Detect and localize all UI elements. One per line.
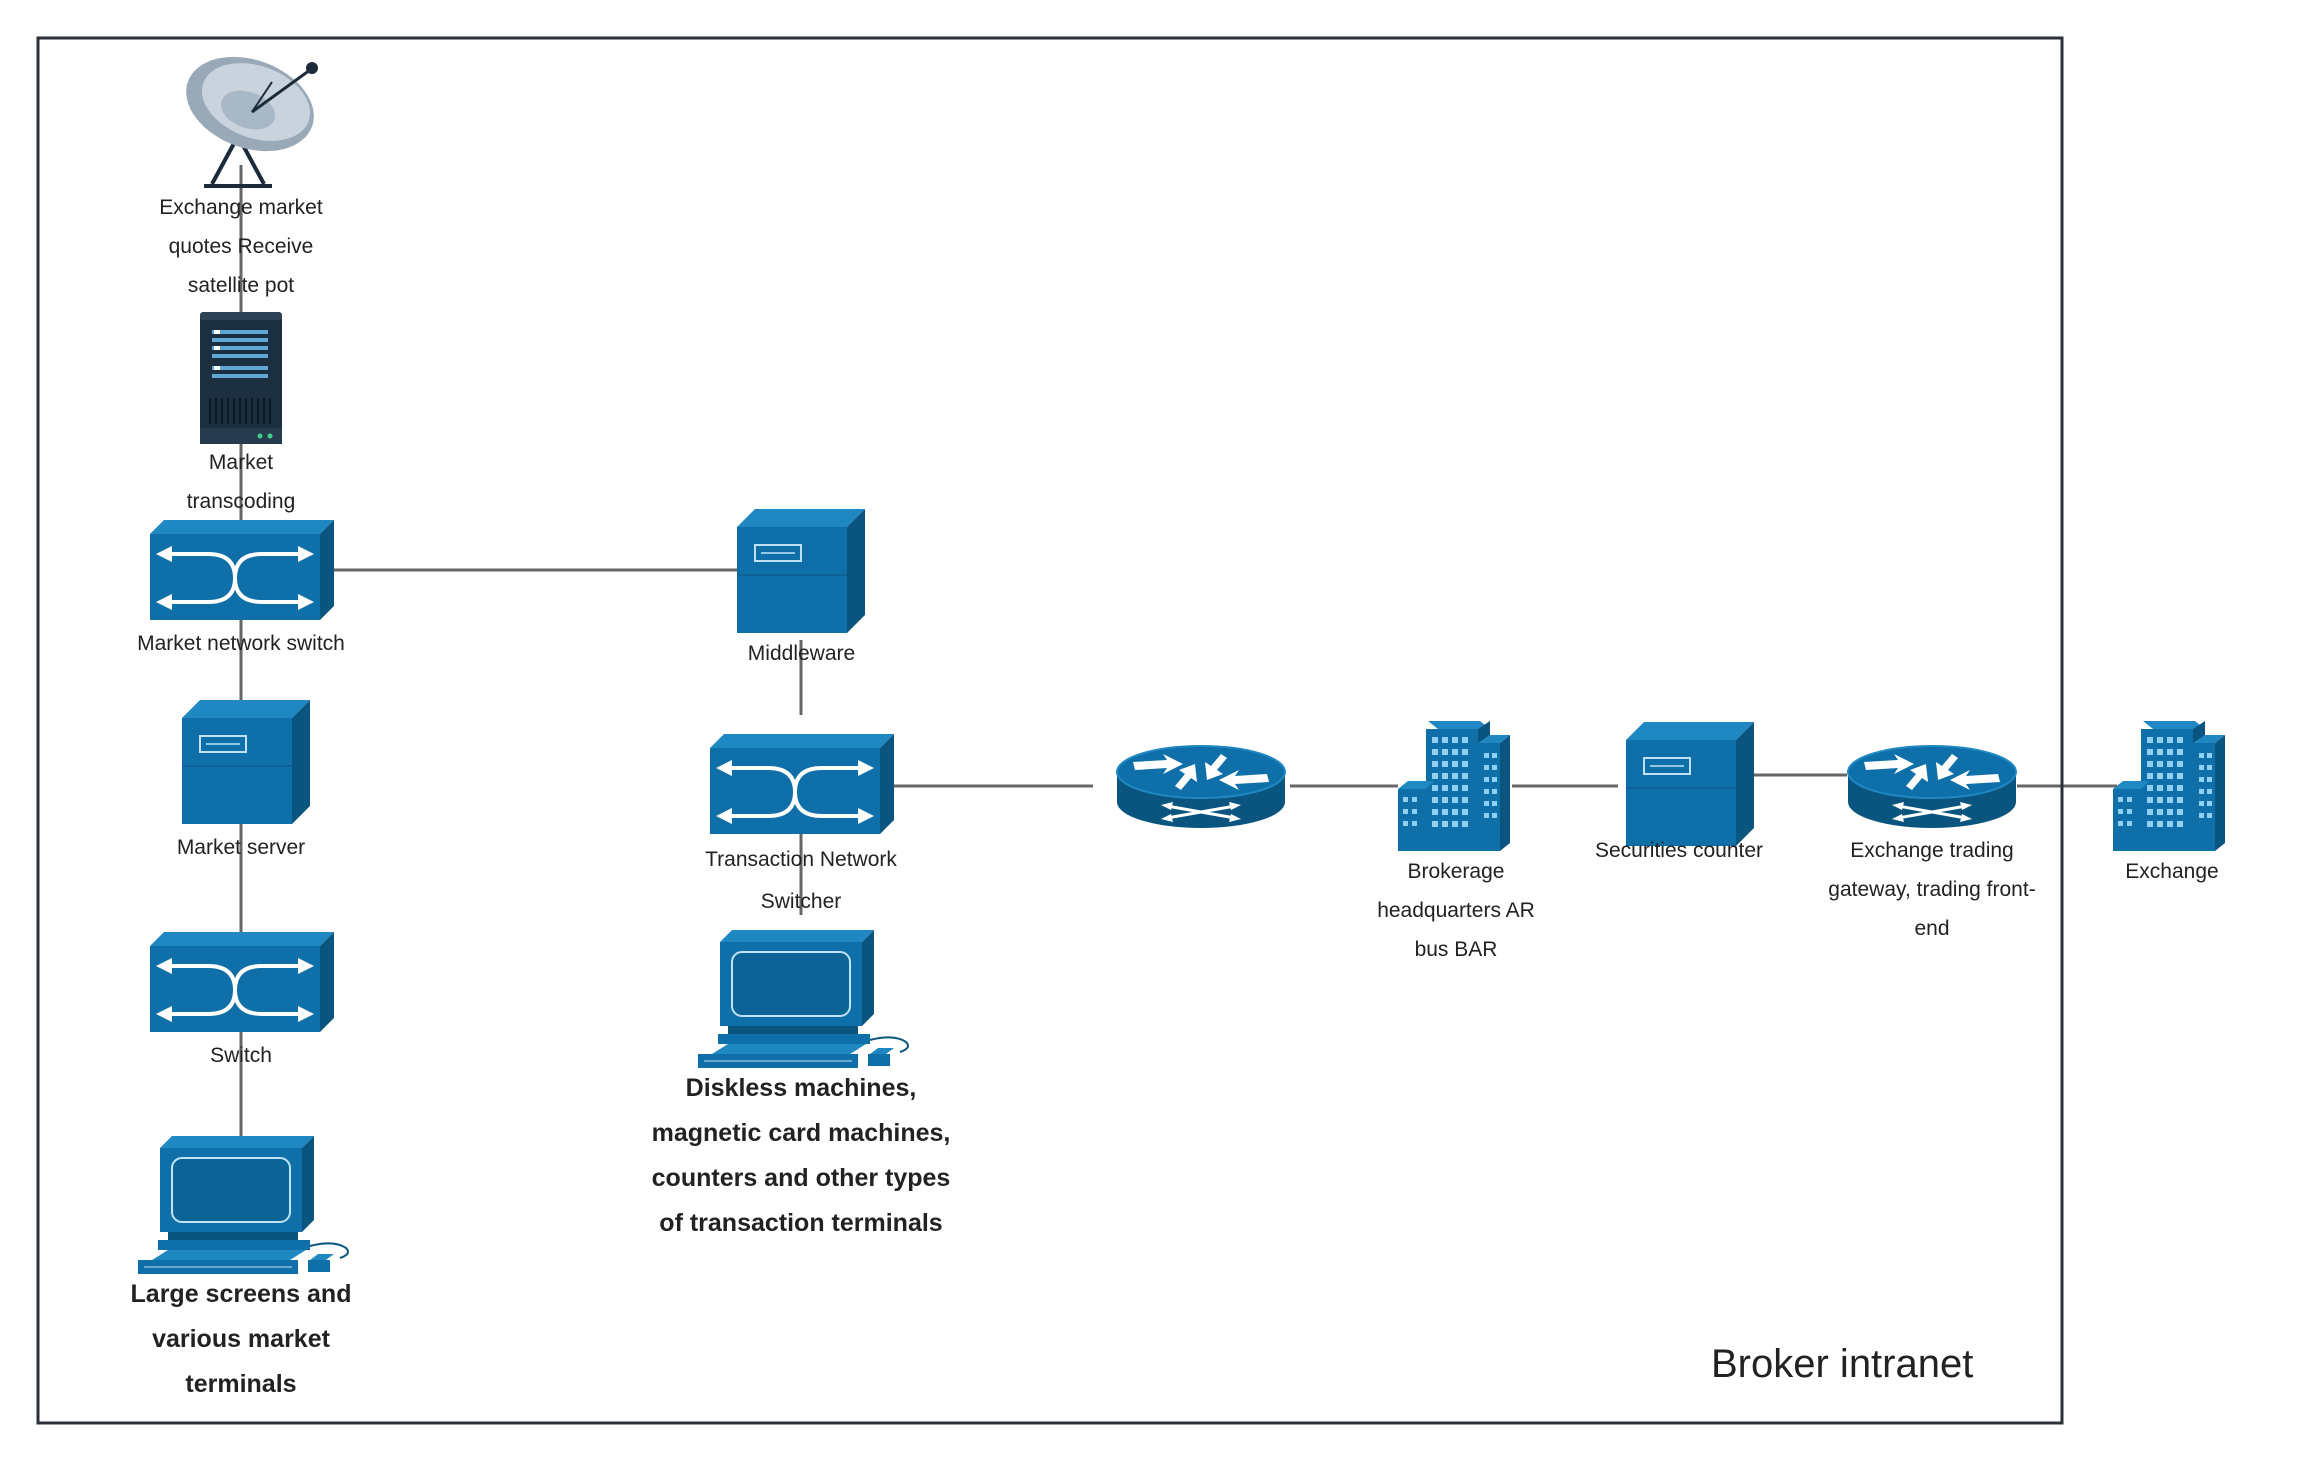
satellite-dish-icon xyxy=(186,56,318,188)
middleware-label: Middleware xyxy=(747,642,856,665)
rack-server-icon xyxy=(200,312,282,444)
broker-intranet-label: Broker intranet xyxy=(1711,1342,1974,1386)
securities-counter-server-icon xyxy=(1625,721,1755,847)
exchange-gateway-router-icon xyxy=(1846,744,2018,830)
brokerage-headquarters-building-icon xyxy=(1398,721,1510,851)
transaction-switcher-label: Transaction Network Switcher xyxy=(705,848,897,913)
exchange-label: Exchange xyxy=(2125,860,2219,883)
market-server-icon xyxy=(181,699,311,825)
router-icon xyxy=(1115,744,1287,830)
brokerage-hq-label: Brokerage headquarters AR bus BAR xyxy=(1377,860,1535,961)
middleware-server-icon xyxy=(736,508,866,634)
large-screens-label: Large screens and various market termina… xyxy=(130,1280,352,1398)
switch-label: Switch xyxy=(210,1044,272,1067)
market-network-switch-icon xyxy=(148,518,336,622)
exchange-building-icon xyxy=(2113,721,2225,851)
broker-intranet-frame xyxy=(36,36,2064,1425)
transcoding-label: Market transcoding xyxy=(186,451,296,513)
exchange-gateway-label: Exchange trading gateway, trading front-… xyxy=(1828,839,2036,940)
transaction-terminal-workstation-icon xyxy=(697,929,909,1069)
diskless-terminals-label: Diskless machines, magnetic card machine… xyxy=(651,1074,951,1237)
market-terminal-workstation-icon xyxy=(137,1135,349,1275)
connections xyxy=(239,165,2117,1140)
satellite-label: Exchange market quotes Receive satellite… xyxy=(159,196,323,297)
securities-counter-label: Securities counter xyxy=(1594,839,1764,862)
market-network-switch-label: Market network switch xyxy=(137,632,345,655)
switch-icon xyxy=(148,930,336,1034)
market-server-label: Market server xyxy=(176,836,306,859)
transaction-network-switcher-icon xyxy=(708,732,896,836)
